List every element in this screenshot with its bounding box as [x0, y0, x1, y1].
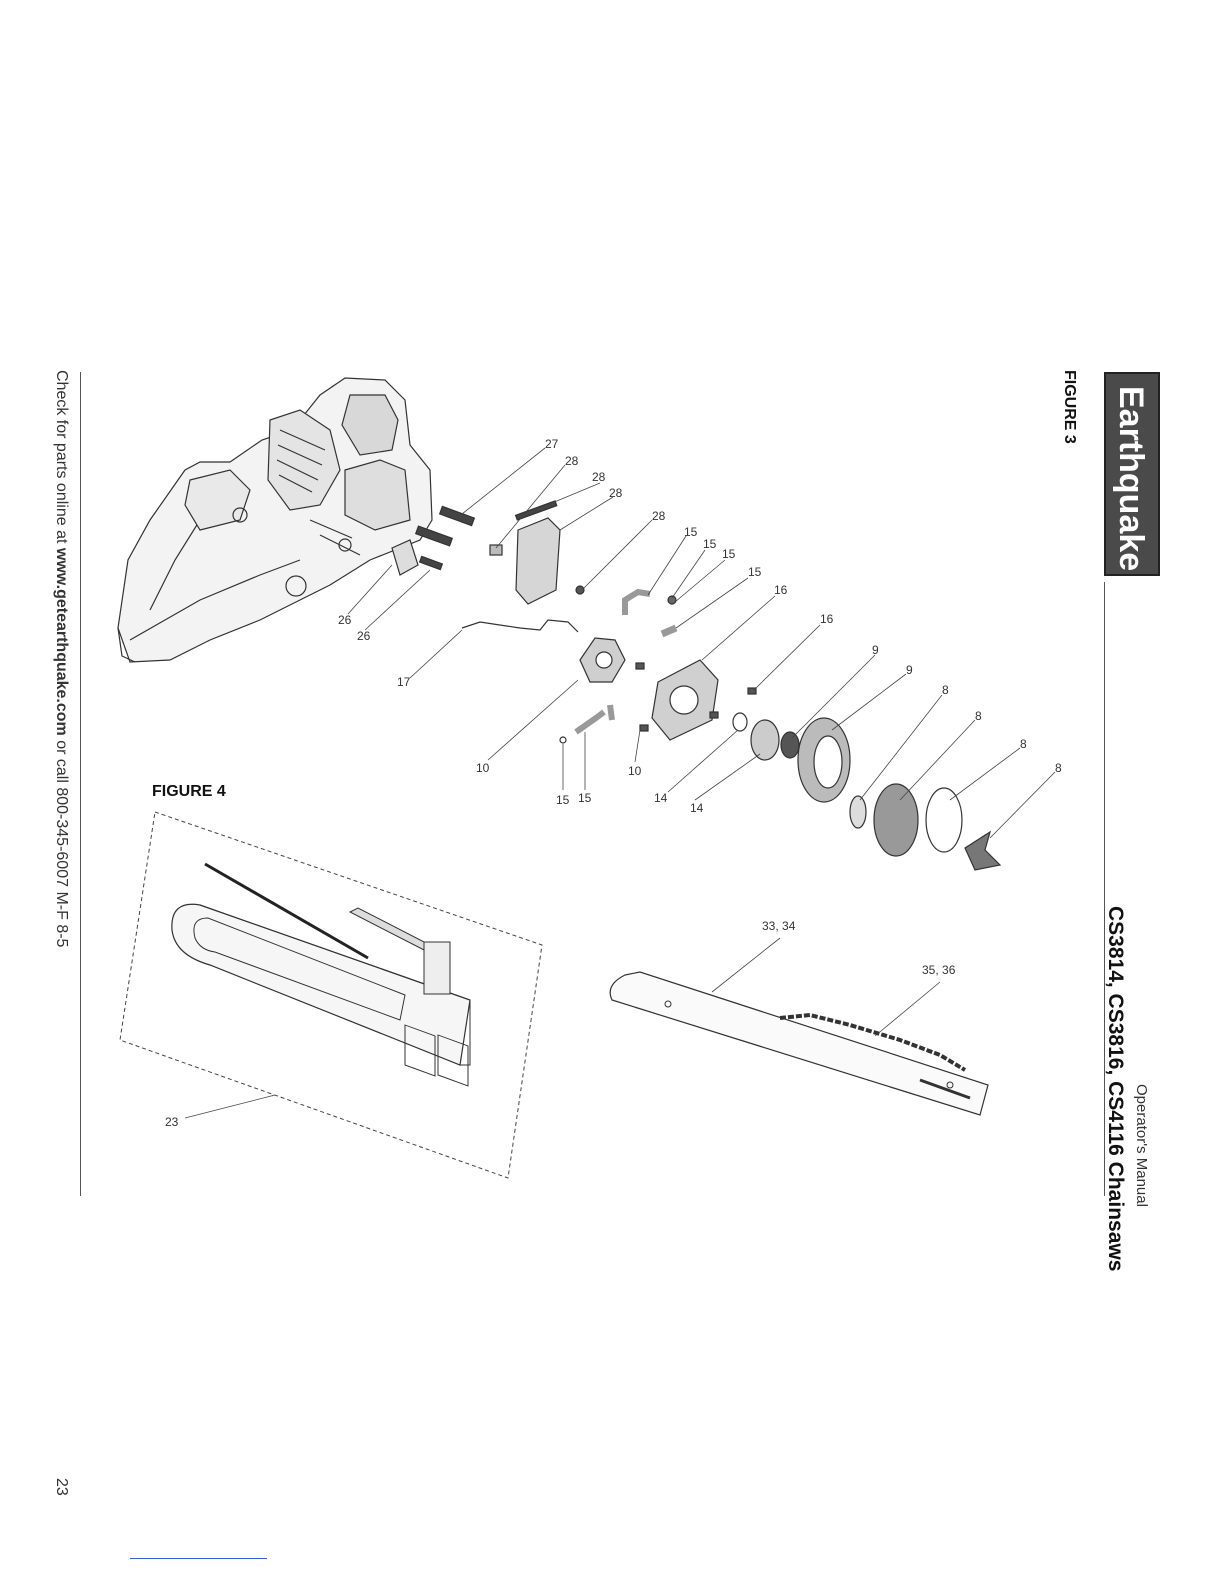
- wrench-socket-drawing: [424, 942, 450, 994]
- rim-sprocket-drawing: [751, 720, 779, 760]
- oil-hose-lower-drawing: [576, 712, 604, 732]
- oil-line-drawing: [462, 620, 578, 632]
- callout-8: 8: [1055, 761, 1062, 775]
- callout-15: 15: [748, 565, 762, 579]
- callout-14: 14: [690, 801, 704, 815]
- callout-15: 15: [684, 525, 698, 539]
- callout-9: 9: [906, 663, 913, 677]
- clutch-spring-drawing: [926, 788, 962, 852]
- hose-fitting-drawing: [668, 596, 676, 604]
- wrench-drawing: [350, 908, 430, 952]
- footnote-link-rule: [130, 1558, 267, 1559]
- callout-33-34: 33, 34: [762, 919, 796, 933]
- chainsaw-body-drawing: [118, 378, 432, 662]
- callout-15: 15: [703, 537, 717, 551]
- washer-part-drawing: [490, 545, 502, 555]
- callout-15: 15: [556, 793, 570, 807]
- callout-27: 27: [545, 437, 559, 451]
- callout-10: 10: [476, 761, 490, 775]
- needle-bearing-drawing: [781, 732, 799, 758]
- callout-23: 23: [165, 1115, 179, 1129]
- figure4-drawing: [120, 812, 542, 1178]
- clutch-assembly-drawing: [874, 784, 918, 856]
- callout-8: 8: [1020, 737, 1027, 751]
- callout-10: 10: [628, 764, 642, 778]
- callout-8: 8: [942, 683, 949, 697]
- callout-8: 8: [975, 709, 982, 723]
- guide-plate-drawing: [516, 518, 560, 604]
- callout-26: 26: [357, 629, 371, 643]
- hose-connector-drawing: [662, 628, 676, 634]
- callout-16: 16: [774, 583, 788, 597]
- clutch-washer-drawing: [850, 796, 866, 828]
- callout-15: 15: [722, 547, 736, 561]
- washer-14-drawing: [733, 713, 747, 731]
- callout-28: 28: [609, 486, 623, 500]
- callout-28: 28: [565, 454, 579, 468]
- callout-15: 15: [578, 791, 592, 805]
- guide-bar-drawing: [610, 972, 988, 1115]
- callout-9: 9: [872, 643, 879, 657]
- callout-16: 16: [820, 612, 834, 626]
- callout-17: 17: [397, 675, 411, 689]
- callout-28: 28: [652, 509, 666, 523]
- callout-26: 26: [338, 613, 352, 627]
- oil-hose-drawing: [625, 592, 650, 615]
- clutch-hub-drawing: [965, 832, 1000, 870]
- callout-28: 28: [592, 470, 606, 484]
- callout-14: 14: [654, 791, 668, 805]
- callout-35-36: 35, 36: [922, 963, 956, 977]
- screw-part-drawing: [576, 586, 584, 594]
